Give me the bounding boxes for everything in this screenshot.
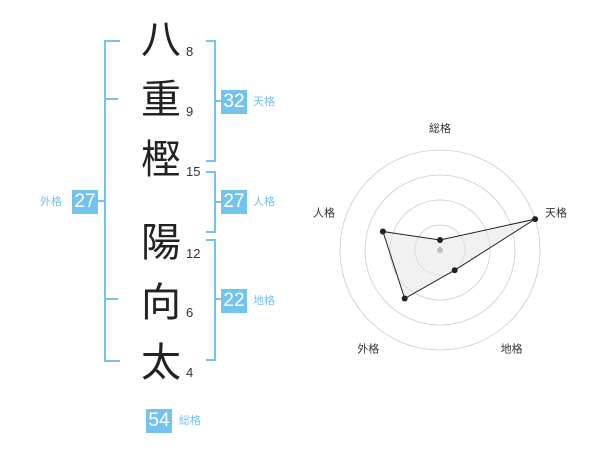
name-char-6: 太: [141, 340, 181, 386]
radar-grid-ring-3: [364, 174, 516, 326]
radar-center-dot: [437, 247, 443, 253]
soukaku-label: 総格: [179, 414, 201, 427]
radar-point-2: [532, 216, 539, 223]
jinkaku-label: 人格: [253, 195, 275, 208]
radar-axis-label-4: 外格: [357, 342, 379, 356]
name-char-3: 樫: [141, 137, 181, 183]
gaikaku-bracket-link: [98, 200, 106, 202]
radar-axis-label-5: 人格: [313, 205, 335, 219]
soukaku-value: 54: [146, 409, 172, 433]
tenkaku-value: 32: [221, 90, 247, 114]
chikaku-value: 22: [221, 289, 247, 313]
stroke-count-5: 6: [186, 305, 194, 320]
stroke-count-3: 15: [186, 164, 201, 179]
gaikaku-bracket-tick-1: [104, 98, 118, 100]
tenkaku-bracket-link: [214, 100, 221, 102]
name-char-1: 八: [141, 17, 181, 63]
chikaku-bracket-link: [214, 298, 221, 300]
jinkaku-bracket-link: [214, 201, 221, 203]
radar-point-1: [437, 237, 443, 243]
chikaku-bracket: [206, 239, 216, 361]
name-char-2: 重: [141, 77, 181, 123]
radar-grid-ring-4: [339, 149, 541, 351]
radar-point-5: [379, 228, 386, 235]
radar-polygon: [382, 218, 536, 300]
stroke-count-2: 9: [186, 104, 194, 119]
gaikaku-label: 外格: [40, 195, 62, 208]
radar-axis-label-2: 天格: [545, 205, 567, 219]
tenkaku-label: 天格: [253, 95, 275, 108]
chikaku-label: 地格: [253, 294, 275, 307]
radar-point-4: [401, 295, 408, 302]
gaikaku-bracket-tick-2: [104, 298, 118, 300]
jinkaku-value: 27: [221, 190, 247, 214]
stroke-count-6: 4: [186, 365, 194, 380]
stroke-count-1: 8: [186, 44, 194, 59]
radar-axis-label-3: 地格: [501, 342, 523, 356]
stroke-count-4: 12: [186, 246, 201, 261]
name-char-4: 陽: [141, 220, 181, 266]
gaikaku-value: 27: [72, 190, 98, 214]
radar-axis-label-1: 総格: [429, 121, 451, 135]
radar-point-3: [451, 267, 458, 274]
name-char-5: 向: [141, 280, 181, 326]
